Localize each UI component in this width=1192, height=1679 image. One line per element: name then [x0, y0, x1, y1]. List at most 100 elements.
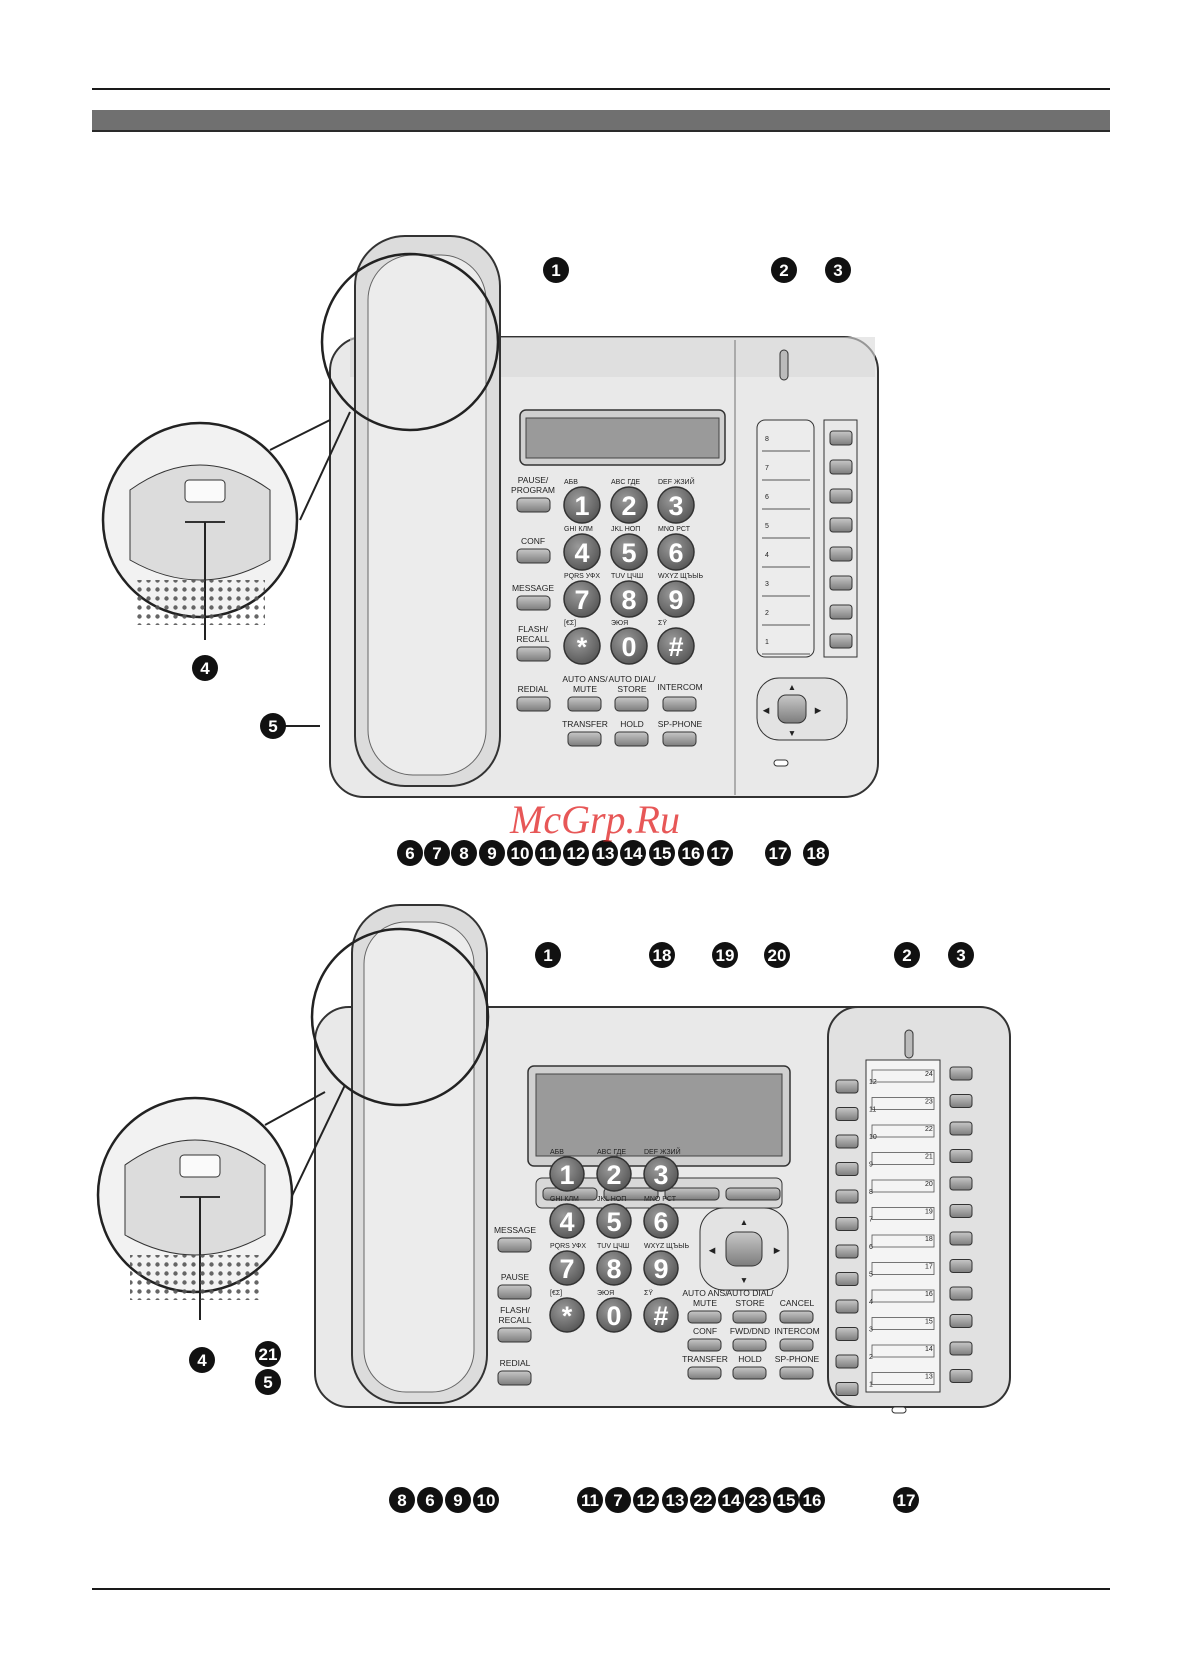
callout-number: 11 — [539, 844, 557, 863]
auto-ans-mute-button-2[interactable] — [687, 1310, 722, 1324]
keypad-key[interactable] — [657, 627, 695, 665]
line-key-label: 3 — [765, 581, 769, 588]
dss-key-right[interactable] — [949, 1121, 973, 1136]
dss-key-left[interactable] — [835, 1327, 859, 1341]
callout-marker — [507, 840, 533, 866]
transfer-button-2[interactable] — [687, 1366, 722, 1380]
keypad-key[interactable] — [643, 1156, 679, 1192]
line-key-button[interactable] — [829, 488, 853, 504]
pause-program-button[interactable] — [516, 497, 551, 513]
keypad-key[interactable] — [549, 1297, 585, 1333]
keypad-key[interactable] — [657, 580, 695, 618]
sp-phone-button-2[interactable] — [779, 1366, 814, 1380]
dss-key-left[interactable] — [835, 1272, 859, 1286]
key-label: PAUSE/ — [518, 475, 549, 485]
dss-key-left[interactable] — [835, 1134, 859, 1149]
line-key-button[interactable] — [829, 633, 853, 649]
line-key-button[interactable] — [829, 604, 853, 620]
callout-number: 17 — [897, 1491, 916, 1510]
keypad-key[interactable] — [610, 627, 648, 665]
redial-button[interactable] — [516, 696, 551, 712]
dss-number: 21 — [925, 1154, 933, 1161]
keypad-digit: 3 — [668, 491, 683, 521]
keypad-key[interactable] — [596, 1250, 632, 1286]
sp-phone-button[interactable] — [662, 731, 697, 747]
auto-dial-store-button[interactable] — [614, 696, 649, 712]
keypad-key[interactable] — [610, 533, 648, 571]
dss-key-right[interactable] — [949, 1066, 973, 1081]
dss-key-right[interactable] — [949, 1341, 973, 1356]
soft-key-4[interactable] — [725, 1187, 781, 1201]
keypad-key[interactable] — [596, 1297, 632, 1333]
keypad-key[interactable] — [596, 1203, 632, 1239]
dss-key-left[interactable] — [835, 1217, 859, 1231]
keypad-key[interactable] — [610, 486, 648, 524]
dss-key-right[interactable] — [949, 1314, 973, 1328]
message-button[interactable] — [516, 595, 551, 611]
dss-key-left[interactable] — [835, 1382, 859, 1396]
keypad-key[interactable] — [563, 533, 601, 571]
auto-dial-store-button-2[interactable] — [732, 1310, 767, 1324]
dss-key-right[interactable] — [949, 1259, 973, 1273]
dss-number: 5 — [869, 1272, 873, 1279]
keypad-key[interactable] — [643, 1297, 679, 1333]
line-key-button[interactable] — [829, 517, 853, 533]
dss-key-left[interactable] — [835, 1354, 859, 1369]
navigator-enter-button-2[interactable] — [725, 1231, 763, 1267]
keypad-digit: # — [653, 1301, 668, 1331]
keypad-key[interactable] — [643, 1250, 679, 1286]
keypad-key[interactable] — [563, 627, 601, 665]
keypad-key[interactable] — [549, 1203, 585, 1239]
intercom-button-2[interactable] — [779, 1338, 814, 1352]
auto-ans-mute-button[interactable] — [567, 696, 602, 712]
pause-button-2[interactable] — [497, 1284, 532, 1300]
key-label: INTERCOM — [774, 1326, 819, 1336]
hold-button[interactable] — [614, 731, 649, 747]
callout-number: 7 — [613, 1491, 622, 1510]
key-label: TRANSFER — [682, 1354, 728, 1364]
fwd-dnd-button[interactable] — [732, 1338, 767, 1352]
navigator-enter-button[interactable] — [777, 694, 807, 724]
dss-key-right[interactable] — [949, 1149, 973, 1163]
line-key-button[interactable] — [829, 575, 853, 591]
keypad-key[interactable] — [549, 1250, 585, 1286]
dss-key-left[interactable] — [835, 1162, 859, 1176]
keypad-key[interactable] — [563, 486, 601, 524]
dss-key-left[interactable] — [835, 1299, 859, 1314]
dss-key-right[interactable] — [949, 1369, 973, 1383]
conf-button[interactable] — [516, 548, 551, 564]
dss-key-right[interactable] — [949, 1286, 973, 1301]
dss-key-right[interactable] — [949, 1231, 973, 1246]
line-key-button[interactable] — [829, 430, 853, 446]
keypad-key[interactable] — [596, 1156, 632, 1192]
cancel-button[interactable] — [779, 1310, 814, 1324]
keypad-key[interactable] — [549, 1156, 585, 1192]
transfer-button[interactable] — [567, 731, 602, 747]
dss-key-right[interactable] — [949, 1204, 973, 1218]
dss-key-left[interactable] — [835, 1107, 859, 1121]
dss-key-left[interactable] — [835, 1244, 859, 1259]
keypad-digit: 4 — [574, 538, 589, 568]
redial-button-2[interactable] — [497, 1370, 532, 1386]
dss-number: 23 — [925, 1099, 933, 1106]
keypad-key[interactable] — [643, 1203, 679, 1239]
conf-button-2[interactable] — [687, 1338, 722, 1352]
soft-key-3[interactable] — [664, 1187, 720, 1201]
dss-key-right[interactable] — [949, 1094, 973, 1108]
message-button-2[interactable] — [497, 1237, 532, 1253]
intercom-button[interactable] — [662, 696, 697, 712]
keypad-key[interactable] — [610, 580, 648, 618]
keypad-key[interactable] — [657, 533, 695, 571]
dss-key-left[interactable] — [835, 1079, 859, 1094]
keypad-key[interactable] — [563, 580, 601, 618]
line-key-button[interactable] — [829, 546, 853, 562]
dss-key-right[interactable] — [949, 1176, 973, 1191]
phone2-lcd — [535, 1073, 783, 1157]
line-key-button[interactable] — [829, 459, 853, 475]
hold-button-2[interactable] — [732, 1366, 767, 1380]
dss-key-left[interactable] — [835, 1189, 859, 1204]
flash-recall-button-2[interactable] — [497, 1327, 532, 1343]
keypad-key[interactable] — [657, 486, 695, 524]
flash-recall-button[interactable] — [516, 646, 551, 662]
